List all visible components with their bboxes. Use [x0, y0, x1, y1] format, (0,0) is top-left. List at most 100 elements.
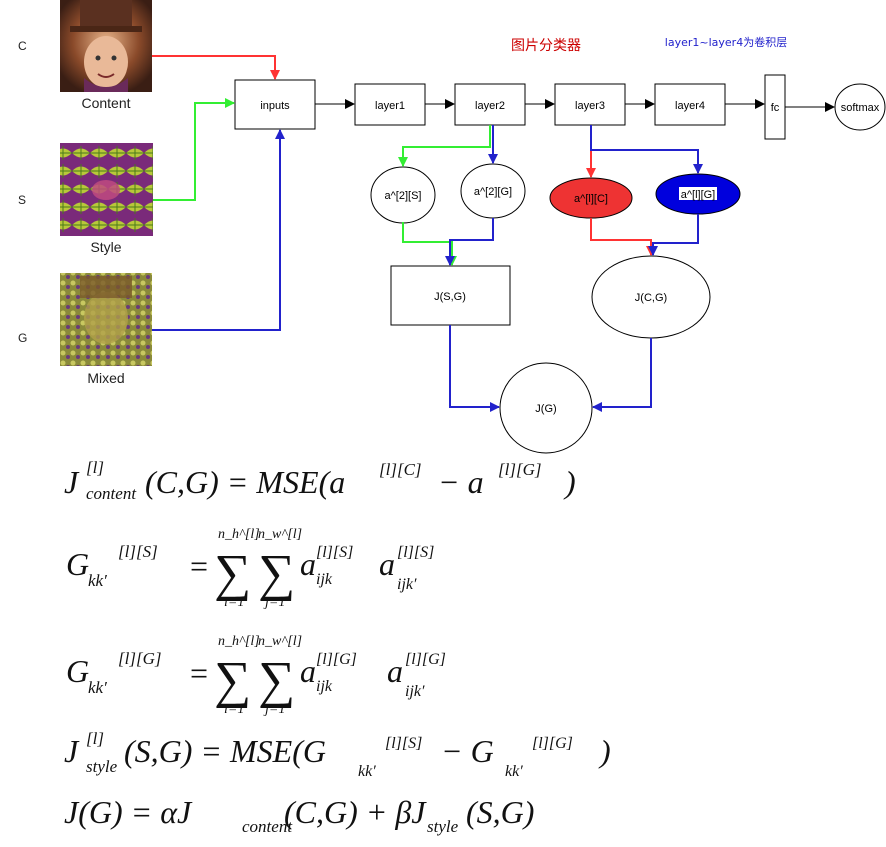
f3-sum2-bot: j=1: [263, 702, 285, 717]
jcg-node: J(C,G): [591, 255, 711, 339]
f2-a2sub: ijk′: [397, 576, 417, 593]
f3-sum1: ∑: [214, 652, 251, 709]
layer2-label: layer2: [475, 100, 505, 112]
f5-a: J(G) = αJ: [64, 794, 193, 830]
formula-content-loss: J [l] content (C,G) = MSE(a [l][C] − a […: [64, 458, 576, 503]
pipeline-arrows: [315, 99, 835, 112]
f3-g: G: [66, 653, 89, 689]
f3-sum2-top: n_w^[l]: [258, 634, 302, 649]
inputs-label: inputs: [260, 100, 290, 112]
jsg-to-jg-arrow: [449, 325, 500, 412]
f2-a1sub: ijk: [316, 571, 333, 588]
layer3-label: layer3: [575, 100, 605, 112]
f4-sup: [l]: [86, 729, 104, 748]
f3-eq: =: [190, 655, 208, 691]
content-to-inputs-arrow: [152, 55, 280, 80]
f1-a1sup: [l][C]: [379, 460, 422, 479]
f3-a2sub: ijk′: [405, 683, 425, 700]
f4-j: J: [64, 733, 80, 769]
style-caption: Style: [90, 239, 121, 255]
f3-sub: kk′: [88, 678, 107, 697]
f1-close: ): [563, 464, 576, 500]
g-side-label: G: [18, 331, 27, 345]
s-side-label: S: [18, 193, 26, 207]
jsg-node: J(S,G): [390, 265, 511, 326]
f2-sub: kk′: [88, 571, 107, 590]
f2-sum1-bot: i=1: [224, 595, 244, 610]
f3-a1sub: ijk: [316, 678, 333, 695]
f4-g1sub: kk′: [358, 763, 376, 780]
conv-layer-note: layer1~layer4为卷积层: [665, 35, 787, 49]
a2g-node: a^[2][G]: [460, 163, 526, 219]
f1-sub: content: [86, 484, 137, 503]
layer3-to-alg-arrow: [590, 125, 703, 174]
mixed-image: [60, 273, 152, 366]
f3-a2: a: [387, 653, 403, 689]
f4-rest: (S,G) = MSE(G: [124, 733, 326, 769]
jcg-to-jg-arrow: [592, 338, 652, 412]
f1-j: J: [64, 464, 80, 500]
f4-g1sup: [l][S]: [385, 735, 422, 752]
f4-close: ): [598, 733, 611, 769]
content-image: [60, 0, 152, 92]
a2s-to-jsg-arrow: [402, 222, 457, 266]
f4-g2sup: [l][G]: [532, 735, 573, 752]
content-caption: Content: [81, 95, 130, 111]
jg-node: J(G): [499, 362, 593, 454]
a2s-label: a^[2][S]: [385, 190, 422, 202]
f3-sum1-bot: i=1: [224, 702, 244, 717]
f5-b: (C,G) + βJ: [284, 794, 427, 830]
f2-sum2-bot: j=1: [263, 595, 285, 610]
f5-sub2: style: [427, 817, 459, 836]
f3-sum2: ∑: [258, 652, 295, 709]
f4-g2sub: kk′: [505, 763, 523, 780]
softmax-node: softmax: [834, 83, 886, 131]
f3-sum1-top: n_h^[l]: [218, 634, 260, 649]
f2-a1sup: [l][S]: [316, 544, 353, 561]
alg-to-jcg-arrow: [648, 214, 699, 256]
f1-a2sup: [l][G]: [498, 460, 541, 479]
f2-a1: a: [300, 546, 316, 582]
layer3-node: layer3: [554, 83, 626, 126]
f2-sum2-top: n_w^[l]: [258, 527, 302, 542]
f2-sup: [l][S]: [118, 542, 158, 561]
f2-a2sup: [l][S]: [397, 544, 434, 561]
alc-node: a^[l][C]: [549, 177, 633, 219]
classifier-title: 图片分类器: [511, 38, 581, 54]
c-side-label: C: [18, 39, 27, 53]
f2-a2: a: [379, 546, 395, 582]
a2g-to-jsg-arrow: [445, 218, 494, 266]
f1-minus: − a: [438, 464, 484, 500]
f5-c: (S,G): [466, 794, 534, 830]
fc-node: fc: [764, 74, 786, 140]
f3-a1: a: [300, 653, 316, 689]
a2s-node: a^[2][S]: [370, 166, 436, 224]
inputs-node: inputs: [234, 79, 316, 130]
formula-gram-style: G kk′ [l][S] = ∑ ∑ n_h^[l] i=1 n_w^[l] j…: [66, 527, 434, 610]
f3-sup: [l][G]: [118, 649, 161, 668]
f3-a2sup: [l][G]: [405, 651, 446, 668]
formula-style-loss: J [l] style (S,G) = MSE(G kk′ [l][S] − G…: [64, 729, 611, 780]
f4-minus: − G: [441, 733, 494, 769]
f2-sum1-top: n_h^[l]: [218, 527, 260, 542]
svg-text:J: J: [64, 464, 80, 500]
formula-total-loss: J(G) = αJ content (C,G) + βJ style (S,G): [64, 794, 534, 836]
mixed-caption: Mixed: [87, 370, 124, 386]
layer1-label: layer1: [375, 100, 405, 112]
layer2-to-a2s-arrow: [398, 125, 491, 167]
f1-rest: (C,G) = MSE(a: [145, 464, 345, 500]
formula-gram-generated: G kk′ [l][G] = ∑ ∑ n_h^[l] i=1 n_w^[l] j…: [66, 634, 446, 717]
jg-label: J(G): [535, 403, 556, 415]
f1-sup: [l]: [86, 458, 104, 477]
softmax-label: softmax: [841, 102, 880, 114]
layer4-node: layer4: [654, 83, 726, 126]
f4-sub: style: [86, 757, 118, 776]
f3-a1sup: [l][G]: [316, 651, 357, 668]
fc-label: fc: [771, 102, 780, 114]
a2g-label: a^[2][G]: [474, 186, 512, 198]
jcg-label: J(C,G): [635, 292, 667, 304]
alg-node: a^[l][G]: [655, 173, 741, 215]
layer2-node: layer2: [454, 83, 526, 126]
mixed-to-inputs-arrow: [152, 129, 285, 331]
